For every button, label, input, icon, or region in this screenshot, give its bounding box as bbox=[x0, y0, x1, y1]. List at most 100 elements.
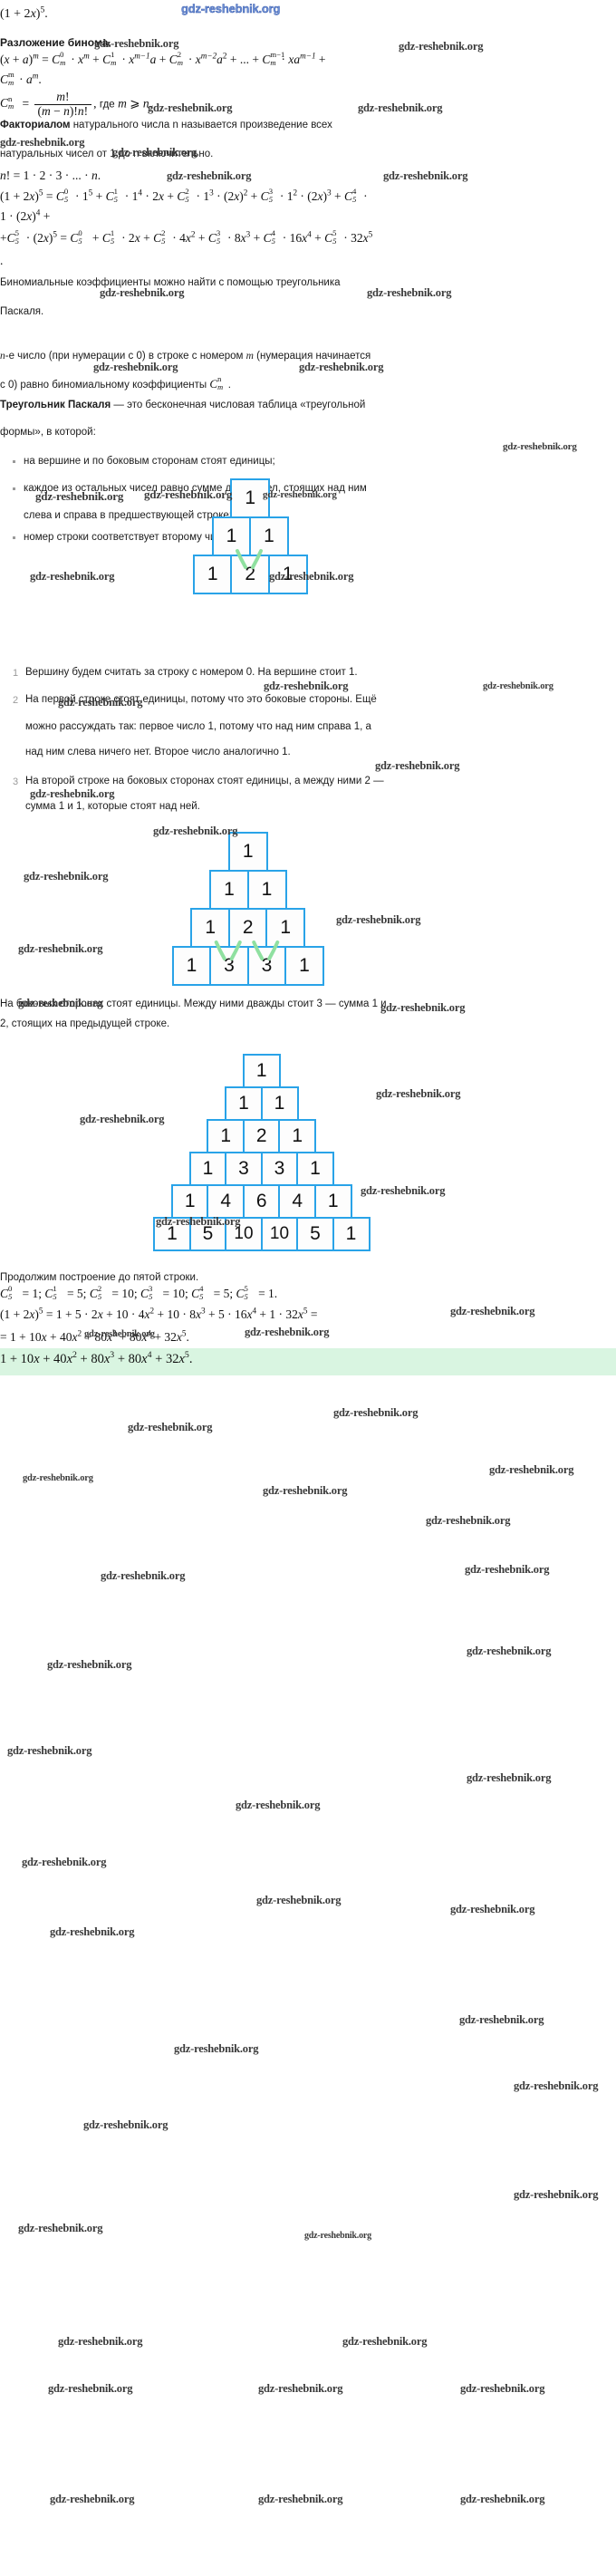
numbered-item-2-line2: можно рассуждать так: первое число 1, по… bbox=[25, 721, 371, 732]
watermark-61: gdz-reshebnik.org bbox=[58, 2335, 143, 2348]
watermark-40: gdz-reshebnik.org bbox=[23, 1473, 93, 1483]
watermark-65: gdz-reshebnik.org bbox=[460, 2382, 545, 2395]
triangle-cell: 1 bbox=[278, 1119, 317, 1153]
factorial-term: Факториалом bbox=[0, 120, 71, 130]
triangle-cell: 5 bbox=[188, 1217, 227, 1251]
triangle-cell: 10 bbox=[260, 1217, 299, 1251]
triangle-cell: 1 bbox=[207, 1119, 245, 1153]
triangle-cell: 1 bbox=[153, 1217, 191, 1251]
watermark-55: gdz-reshebnik.org bbox=[174, 2042, 259, 2055]
triangle-cell: 2 bbox=[242, 1119, 281, 1153]
triangle-cell: 10 bbox=[225, 1217, 263, 1251]
answer-highlight-band bbox=[0, 1348, 616, 1375]
watermark-68: gdz-reshebnik.org bbox=[460, 2493, 545, 2505]
triangle-cell: 1 bbox=[211, 516, 252, 556]
triangle-cell: 1 bbox=[265, 908, 306, 948]
watermark-22: gdz-reshebnik.org bbox=[375, 759, 460, 772]
final-expansion-line1: (1 + 2x)5 = 1 + 5 · 2x + 10 · 4x2 + 10 ·… bbox=[0, 1306, 318, 1321]
watermark-20: gdz-reshebnik.org bbox=[483, 681, 553, 691]
watermark-62: gdz-reshebnik.org bbox=[342, 2335, 428, 2348]
triangle-row: 1 bbox=[190, 478, 308, 518]
formula-factorial: n! = 1 · 2 · 3 · ... · n. bbox=[0, 169, 101, 182]
watermark-3: gdz-reshebnik.org bbox=[148, 101, 233, 114]
triangle-cell: 1 bbox=[284, 946, 324, 986]
watermark-23: gdz-reshebnik.org bbox=[30, 787, 115, 800]
watermark-43: gdz-reshebnik.org bbox=[101, 1569, 186, 1582]
para-coefficients-line1: Биномиальные коэффициенты можно найти с … bbox=[0, 277, 341, 288]
numbered-marker-2: 2 bbox=[13, 695, 19, 706]
watermark-51: gdz-reshebnik.org bbox=[256, 1894, 342, 1906]
watermark-37: gdz-reshebnik.org bbox=[333, 1406, 419, 1419]
triangle-cell: 1 bbox=[188, 1152, 227, 1186]
para-continue: Продолжим построение до пятой строки. bbox=[0, 1272, 199, 1283]
numbered-item-2-line3: над ним слева ничего нет. Второе число а… bbox=[25, 747, 291, 757]
definition-pascal-line1: Треугольник Паскаля — это бесконечная чи… bbox=[0, 399, 365, 412]
triangle-cell: 3 bbox=[260, 1152, 299, 1186]
watermark-49: gdz-reshebnik.org bbox=[467, 1771, 552, 1784]
triangle-cell: 3 bbox=[209, 946, 249, 986]
para-nth-line1: n-е число (при нумерации с 0) в строке с… bbox=[0, 351, 371, 362]
bullet-item-3: номер строки соответствует второму числу… bbox=[24, 532, 269, 543]
numbered-marker-3: 3 bbox=[13, 777, 19, 787]
watermark-42: gdz-reshebnik.org bbox=[489, 1463, 574, 1476]
watermark-48: gdz-reshebnik.org bbox=[236, 1799, 321, 1811]
triangle-cell: 1 bbox=[170, 1184, 209, 1219]
expansion-line2: 1 · (2x)4 + bbox=[0, 207, 51, 223]
watermark-2: gdz-reshebnik.org bbox=[399, 40, 484, 53]
bullet-dot-1 bbox=[13, 460, 15, 463]
triangle-cell: 6 bbox=[242, 1184, 281, 1219]
para-sides-line1: На боковых сторонах стоят единицы. Между… bbox=[0, 999, 387, 1009]
watermark-53: gdz-reshebnik.org bbox=[50, 1925, 135, 1938]
triangle-cell: 1 bbox=[313, 1184, 352, 1219]
triangle-cell: 2 bbox=[230, 555, 271, 594]
bullet-item-1: на вершине и по боковым сторонам стоят е… bbox=[24, 456, 275, 467]
numbered-item-2-line1: На первой строке стоят единицы, потому ч… bbox=[25, 694, 377, 705]
triangle-row: 1 bbox=[168, 832, 326, 872]
triangle-cell: 1 bbox=[192, 555, 233, 594]
triangle-cell: 1 bbox=[249, 516, 289, 556]
watermark-10: gdz-reshebnik.org bbox=[367, 286, 452, 299]
watermark-58: gdz-reshebnik.org bbox=[514, 2188, 599, 2201]
triangle-cell: 1 bbox=[242, 1054, 281, 1088]
pascal-definition-rest: — это бесконечная числовая таблица «треу… bbox=[111, 400, 366, 410]
watermark-60: gdz-reshebnik.org bbox=[304, 2231, 371, 2241]
watermark-4: gdz-reshebnik.org bbox=[358, 101, 443, 114]
watermark-41: gdz-reshebnik.org bbox=[263, 1484, 348, 1497]
numbered-item-3-line2: сумма 1 и 1, которые стоят над ней. bbox=[25, 801, 200, 812]
watermark-7: gdz-reshebnik.org bbox=[167, 169, 252, 182]
watermark-54: gdz-reshebnik.org bbox=[459, 2013, 544, 2026]
answer-expression: 1 + 10x + 40x2 + 80x3 + 80x4 + 32x5. bbox=[0, 1350, 193, 1366]
para-coefficients-line2: Паскаля. bbox=[0, 306, 44, 317]
watermark-19: gdz-reshebnik.org bbox=[264, 680, 349, 692]
watermark-63: gdz-reshebnik.org bbox=[48, 2382, 133, 2395]
watermark-25: gdz-reshebnik.org bbox=[24, 870, 109, 883]
triangle-cell: 1 bbox=[227, 832, 268, 872]
bullet-item-2: каждое из остальных чисел равно сумме дв… bbox=[24, 483, 367, 494]
final-expansion-line2: = 1 + 10x + 40x2 + 80x3 + 80x4 + 32x5. bbox=[0, 1328, 189, 1344]
watermark-59: gdz-reshebnik.org bbox=[18, 2222, 103, 2234]
watermark-26: gdz-reshebnik.org bbox=[336, 913, 421, 926]
triangle-cell: 1 bbox=[332, 1217, 371, 1251]
watermark-13: gdz-reshebnik.org bbox=[503, 441, 577, 452]
expansion-line4: . bbox=[0, 254, 4, 267]
heading-binomial: Разложение бинома. bbox=[0, 36, 111, 49]
para-sides-line2: 2, стоящих на предыдущей строке. bbox=[0, 1018, 170, 1029]
triangle-cell: 1 bbox=[190, 908, 231, 948]
triangle-cell: 1 bbox=[246, 870, 287, 910]
pascal-term: Треугольник Паскаля bbox=[0, 400, 111, 410]
triangle-cell: 1 bbox=[171, 946, 212, 986]
watermark-56: gdz-reshebnik.org bbox=[514, 2079, 599, 2092]
watermark-38: gdz-reshebnik.org bbox=[128, 1421, 213, 1433]
watermark-46: gdz-reshebnik.org bbox=[467, 1645, 552, 1657]
